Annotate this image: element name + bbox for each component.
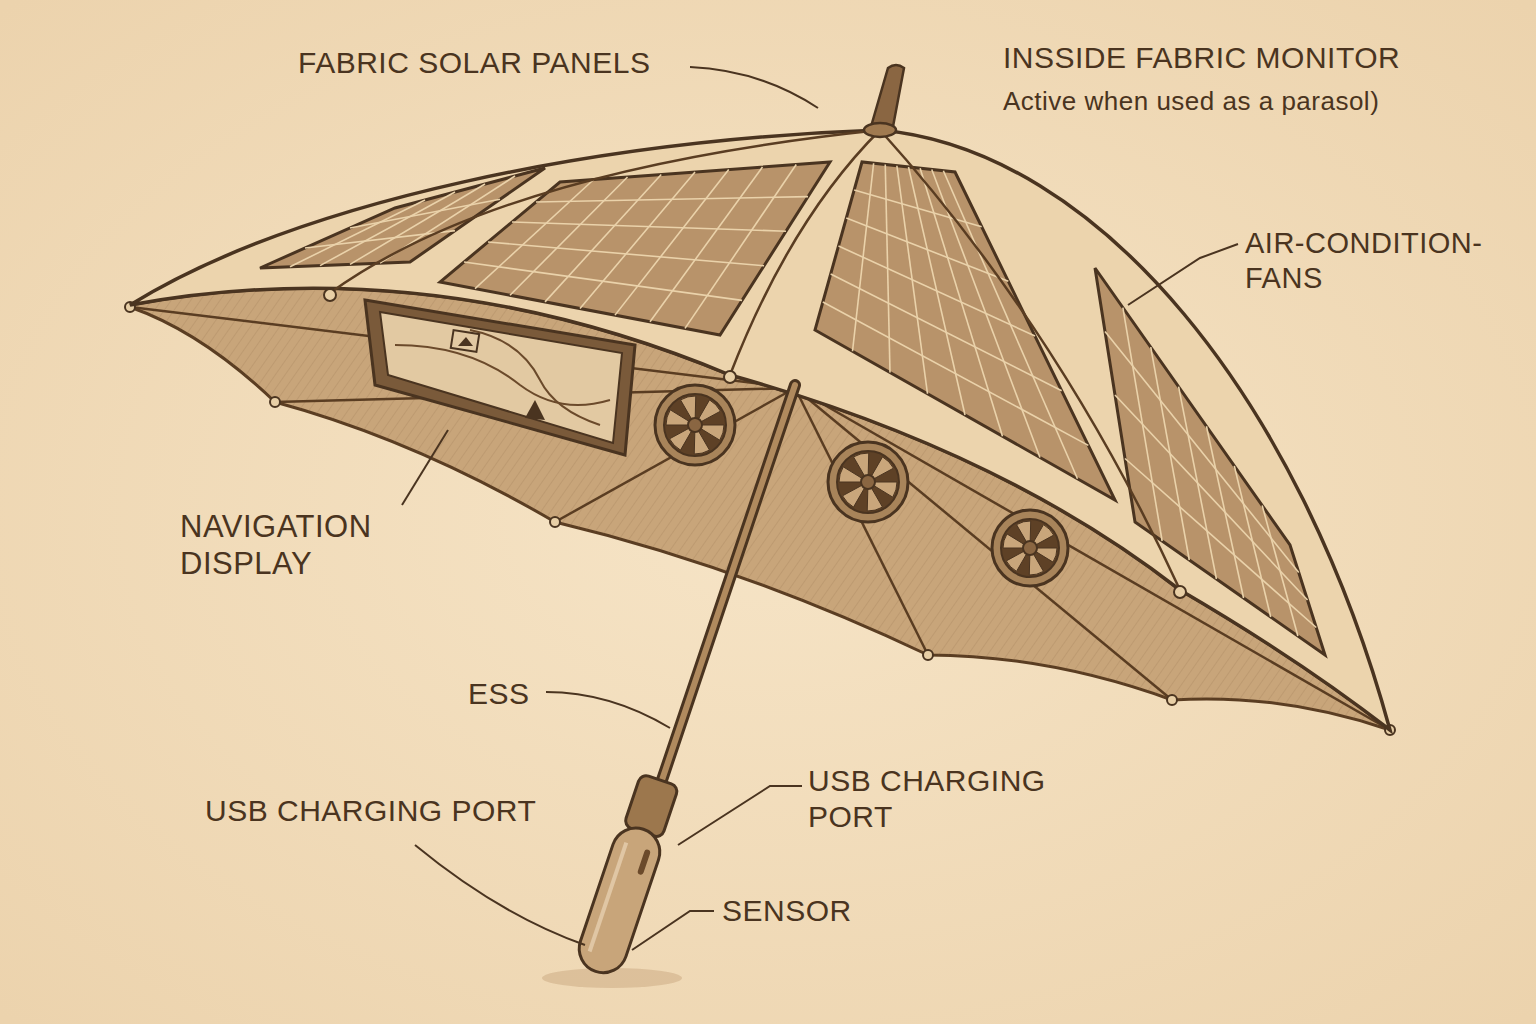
shaft xyxy=(662,385,795,780)
panel-grid xyxy=(650,167,763,322)
seam xyxy=(730,130,880,375)
leader-line xyxy=(690,67,818,108)
map-icon xyxy=(451,330,479,352)
panel-grid xyxy=(580,172,695,309)
leader-line xyxy=(402,430,448,505)
panel-grid xyxy=(290,200,425,267)
callout-label: INSSIDE FABRIC MONITOR xyxy=(1003,40,1400,76)
panel-grid xyxy=(823,302,1089,445)
panel-grid xyxy=(1115,395,1308,600)
callout-label: USB CHARGING PORT xyxy=(808,763,1058,835)
rib-tip xyxy=(923,650,933,660)
panel-grid xyxy=(685,165,796,329)
fan xyxy=(655,385,735,465)
fan-hub xyxy=(1023,541,1037,555)
panel-grid xyxy=(305,231,455,248)
leader-line xyxy=(546,692,670,728)
panel-grid xyxy=(350,199,500,228)
ferrule-cap xyxy=(864,123,896,137)
panel-grid xyxy=(488,242,764,266)
panel-grid xyxy=(464,262,742,300)
rib-tip xyxy=(550,517,560,527)
fan-opening xyxy=(664,394,726,456)
callout-label: ESS xyxy=(468,676,530,712)
panel-grid xyxy=(536,197,808,202)
solar-panel xyxy=(440,162,830,335)
callout-label: AIR-CONDITION- FANS xyxy=(1245,226,1525,296)
panel-grid xyxy=(615,170,729,316)
rib-tip xyxy=(270,397,280,407)
solar-panel xyxy=(815,162,1115,500)
panel-grid xyxy=(1125,459,1316,628)
shaft-outline xyxy=(662,385,795,780)
fan-opening xyxy=(1001,519,1059,577)
display-screen xyxy=(380,312,622,443)
rib-tip xyxy=(724,371,736,383)
leader-line xyxy=(1128,244,1238,305)
fan-opening xyxy=(837,451,899,513)
map-road xyxy=(470,330,600,425)
panel-grid xyxy=(510,177,628,295)
canopy-top xyxy=(130,130,1390,730)
seam xyxy=(330,130,880,293)
callout-label: SENSOR xyxy=(722,893,852,929)
panel-grid xyxy=(854,190,982,227)
note-text: Active when used as a parasol) xyxy=(1003,86,1379,117)
fan-housing xyxy=(828,442,908,522)
solar-panel xyxy=(1095,268,1325,655)
handle-highlight xyxy=(590,843,627,952)
map-road xyxy=(395,345,610,405)
fan xyxy=(828,442,908,522)
panel-grid xyxy=(846,218,1008,281)
callout-label: USB CHARGING PORT xyxy=(205,793,536,829)
usb-port xyxy=(637,849,651,876)
panel-grid xyxy=(1105,332,1299,573)
rib-tip xyxy=(1174,586,1186,598)
seam xyxy=(880,130,1180,590)
ferrule-tip xyxy=(870,65,904,132)
callout-label: FABRIC SOLAR PANELS xyxy=(298,45,650,81)
top-ferrule xyxy=(864,65,904,137)
handle xyxy=(573,772,683,979)
fan-housing xyxy=(992,510,1068,586)
panel-grid xyxy=(545,175,661,302)
fan-housing xyxy=(655,385,735,465)
map-icon xyxy=(458,337,473,346)
panel-grid xyxy=(320,192,455,266)
fan xyxy=(992,510,1068,586)
fan-hub xyxy=(688,418,702,432)
leader-line xyxy=(678,786,802,845)
canopy-seams xyxy=(324,130,1186,598)
handle-grip xyxy=(573,822,666,979)
rib-tip xyxy=(324,289,336,301)
panel-grid xyxy=(512,222,786,231)
fan-hub xyxy=(861,475,875,489)
callout-label: NAVIGATION DISPLAY xyxy=(180,508,415,582)
rib-tip xyxy=(1167,695,1177,705)
leader-line xyxy=(632,911,714,950)
position-marker xyxy=(525,400,545,420)
panel-grid xyxy=(839,246,1036,336)
leader-line xyxy=(415,845,585,945)
